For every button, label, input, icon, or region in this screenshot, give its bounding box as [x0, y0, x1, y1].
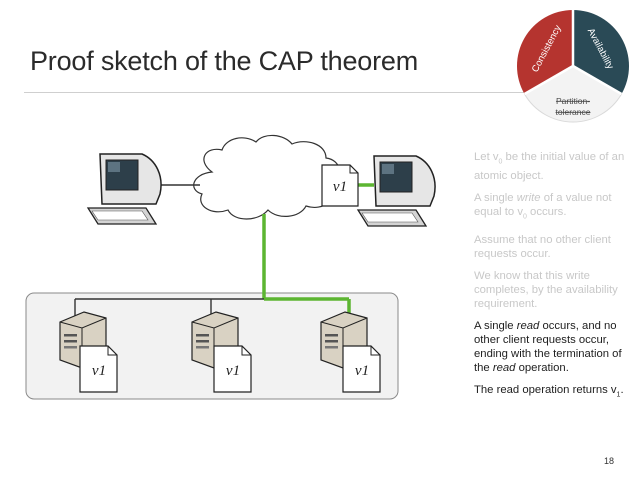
proof-step-4: We know that this write completes, by th…: [474, 269, 618, 310]
server-2-document: [213, 345, 252, 393]
server-3-document: [342, 345, 381, 393]
proof-step-6: The read operation returns v1.: [474, 383, 624, 398]
server-1-value-label: v1: [92, 363, 106, 379]
slide-title: Proof sketch of the CAP theorem: [30, 46, 419, 76]
proof-step-5: A single read occurs, and no other clien…: [474, 319, 622, 374]
server-links: [74, 298, 264, 316]
cap-wheel-partition-sector: [523, 65, 623, 123]
proof-step-1: Let v0 be the initial value of an atomic…: [474, 151, 625, 183]
client-value-label: v1: [333, 179, 347, 195]
server-1-document: [79, 345, 118, 393]
client-right-computer: [356, 155, 436, 227]
network-cloud: [193, 134, 340, 220]
cap-partition-label-line1: Partition-: [556, 96, 590, 106]
page-number: 18: [604, 456, 615, 466]
proof-steps: Let v0 be the initial value of an atomic…: [474, 150, 636, 410]
cap-wheel: Consistency Availability Partition- tole…: [516, 9, 630, 123]
server-3-value-label: v1: [355, 363, 369, 379]
title-divider: [24, 92, 544, 93]
proof-step-3: Assume that no other client requests occ…: [474, 233, 611, 260]
client-document: [321, 164, 359, 207]
client-left-computer: [86, 153, 162, 225]
server-2-value-label: v1: [226, 363, 240, 379]
cap-partition-label-line2: tolerance: [556, 107, 591, 117]
proof-step-2: A single write of a value not equal to v…: [474, 192, 612, 221]
